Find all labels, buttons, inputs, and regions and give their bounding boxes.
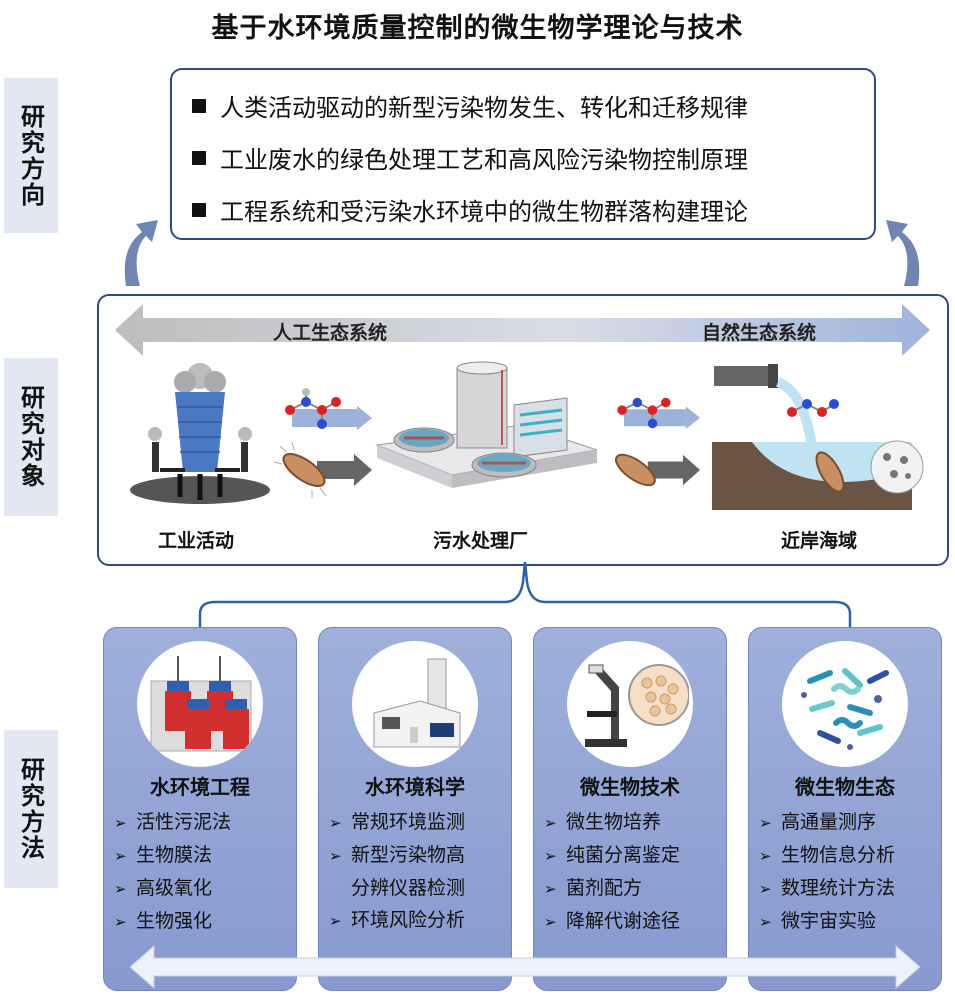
list-item: ➢生物强化 bbox=[114, 905, 231, 938]
arrow-bullet-icon: ➢ bbox=[544, 880, 557, 898]
direction-item: 人类活动驱动的新型污染物发生、转化和迁移规律 bbox=[192, 88, 748, 123]
arrow-bullet-icon: ➢ bbox=[759, 880, 772, 898]
arrow-bullet-icon: ➢ bbox=[329, 814, 342, 832]
wastewater-plant-icon bbox=[375, 361, 598, 488]
method-list: ➢常规环境监测 ➢新型污染物高 分辨仪器检测 ➢环境风险分析 bbox=[329, 806, 465, 937]
method-title: 微生物生态 bbox=[795, 775, 895, 799]
arrow-bullet-icon: ➢ bbox=[759, 814, 772, 832]
arrow-bullet-icon: ➢ bbox=[329, 847, 342, 865]
list-item: ➢生物信息分析 bbox=[759, 839, 895, 872]
method-title: 水环境工程 bbox=[150, 775, 250, 799]
arrow-bullet-icon: ➢ bbox=[759, 847, 772, 865]
list-item: ➢微宇宙实验 bbox=[759, 905, 895, 938]
method-list: ➢高通量测序 ➢生物信息分析 ➢数理统计方法 ➢微宇宙实验 bbox=[759, 806, 895, 938]
list-item: ➢数理统计方法 bbox=[759, 872, 895, 905]
object-label-industry: 工业活动 bbox=[158, 530, 235, 552]
arrow-bullet-icon: ➢ bbox=[544, 847, 557, 865]
list-item: ➢高级氧化 bbox=[114, 872, 231, 905]
factory-icon bbox=[130, 363, 270, 504]
method-card-microbial-ecology: 微生物生态 ➢高通量测序 ➢生物信息分析 ➢数理统计方法 ➢微宇宙实验 bbox=[748, 627, 942, 991]
list-item: ➢活性污泥法 bbox=[114, 806, 231, 839]
ecosystem-double-arrow bbox=[115, 304, 930, 356]
arrow-bullet-icon: ➢ bbox=[329, 912, 342, 930]
object-label-coastal-sea: 近岸海域 bbox=[781, 530, 858, 552]
pollutant-molecule-icon bbox=[285, 388, 372, 430]
arrow-bullet-icon: ➢ bbox=[114, 913, 127, 931]
list-item: ➢降解代谢途径 bbox=[544, 905, 680, 938]
diagram-title: 基于水环境质量控制的微生物学理论与技术 bbox=[211, 13, 744, 44]
arrow-bullet-icon: ➢ bbox=[759, 913, 772, 931]
side-label-method: 研究方法 bbox=[4, 730, 58, 888]
left-up-arrow-icon bbox=[124, 220, 158, 286]
list-item: ➢常规环境监测 bbox=[329, 806, 465, 839]
bacteria-arrow-icon bbox=[614, 453, 700, 487]
analytical-instrument-icon bbox=[352, 641, 478, 767]
bullet-square-icon bbox=[192, 150, 206, 165]
arrow-bullet-icon: ➢ bbox=[544, 814, 557, 832]
list-item: ➢微生物培养 bbox=[544, 806, 680, 839]
coastal-sea-icon bbox=[712, 364, 924, 510]
list-item: ➢高通量测序 bbox=[759, 806, 895, 839]
method-title: 水环境科学 bbox=[365, 775, 465, 799]
right-up-arrow-icon bbox=[886, 220, 920, 286]
bioreactor-icon bbox=[137, 641, 263, 767]
research-direction-box: 人类活动驱动的新型污染物发生、转化和迁移规律 工业废水的绿色处理工艺和高风险污染… bbox=[170, 68, 876, 240]
arrow-bullet-icon: ➢ bbox=[114, 880, 127, 898]
eco-label-artificial: 人工生态系统 bbox=[273, 322, 388, 344]
bacteria-arrow-icon bbox=[273, 441, 372, 498]
eco-label-natural: 自然生态系统 bbox=[702, 322, 817, 344]
method-list: ➢活性污泥法 ➢生物膜法 ➢高级氧化 ➢生物强化 bbox=[114, 806, 231, 938]
method-card-water-engineering: 水环境工程 ➢活性污泥法 ➢生物膜法 ➢高级氧化 ➢生物强化 bbox=[103, 627, 297, 991]
bottom-double-arrow bbox=[130, 944, 920, 990]
method-list: ➢微生物培养 ➢纯菌分离鉴定 ➢菌剂配方 ➢降解代谢途径 bbox=[544, 806, 680, 938]
bracket-connector bbox=[198, 562, 852, 628]
microscope-icon bbox=[567, 641, 693, 767]
object-label-wastewater-plant: 污水处理厂 bbox=[433, 530, 529, 552]
method-title: 微生物技术 bbox=[580, 775, 680, 799]
bacteria-icon bbox=[782, 641, 908, 767]
list-item: ➢环境风险分析 bbox=[329, 904, 465, 937]
method-card-water-science: 水环境科学 ➢常规环境监测 ➢新型污染物高 分辨仪器检测 ➢环境风险分析 bbox=[318, 627, 512, 991]
bullet-square-icon bbox=[192, 202, 206, 217]
list-item: ➢新型污染物高 bbox=[329, 839, 465, 872]
list-item: ➢纯菌分离鉴定 bbox=[544, 839, 680, 872]
list-item: 分辨仪器检测 bbox=[351, 877, 466, 899]
side-label-object: 研究对象 bbox=[4, 358, 58, 516]
list-item: ➢生物膜法 bbox=[114, 839, 231, 872]
pollutant-molecule-icon bbox=[617, 397, 700, 430]
direction-item: 工业废水的绿色处理工艺和高风险污染物控制原理 bbox=[192, 140, 748, 175]
side-label-direction: 研究方向 bbox=[4, 78, 58, 233]
list-item: ➢菌剂配方 bbox=[544, 872, 680, 905]
arrow-bullet-icon: ➢ bbox=[114, 847, 127, 865]
arrow-bullet-icon: ➢ bbox=[544, 913, 557, 931]
direction-item: 工程系统和受污染水环境中的微生物群落构建理论 bbox=[192, 192, 748, 227]
method-card-microbial-tech: 微生物技术 ➢微生物培养 ➢纯菌分离鉴定 ➢菌剂配方 ➢降解代谢途径 bbox=[533, 627, 727, 991]
arrow-bullet-icon: ➢ bbox=[114, 814, 127, 832]
bullet-square-icon bbox=[192, 98, 206, 113]
